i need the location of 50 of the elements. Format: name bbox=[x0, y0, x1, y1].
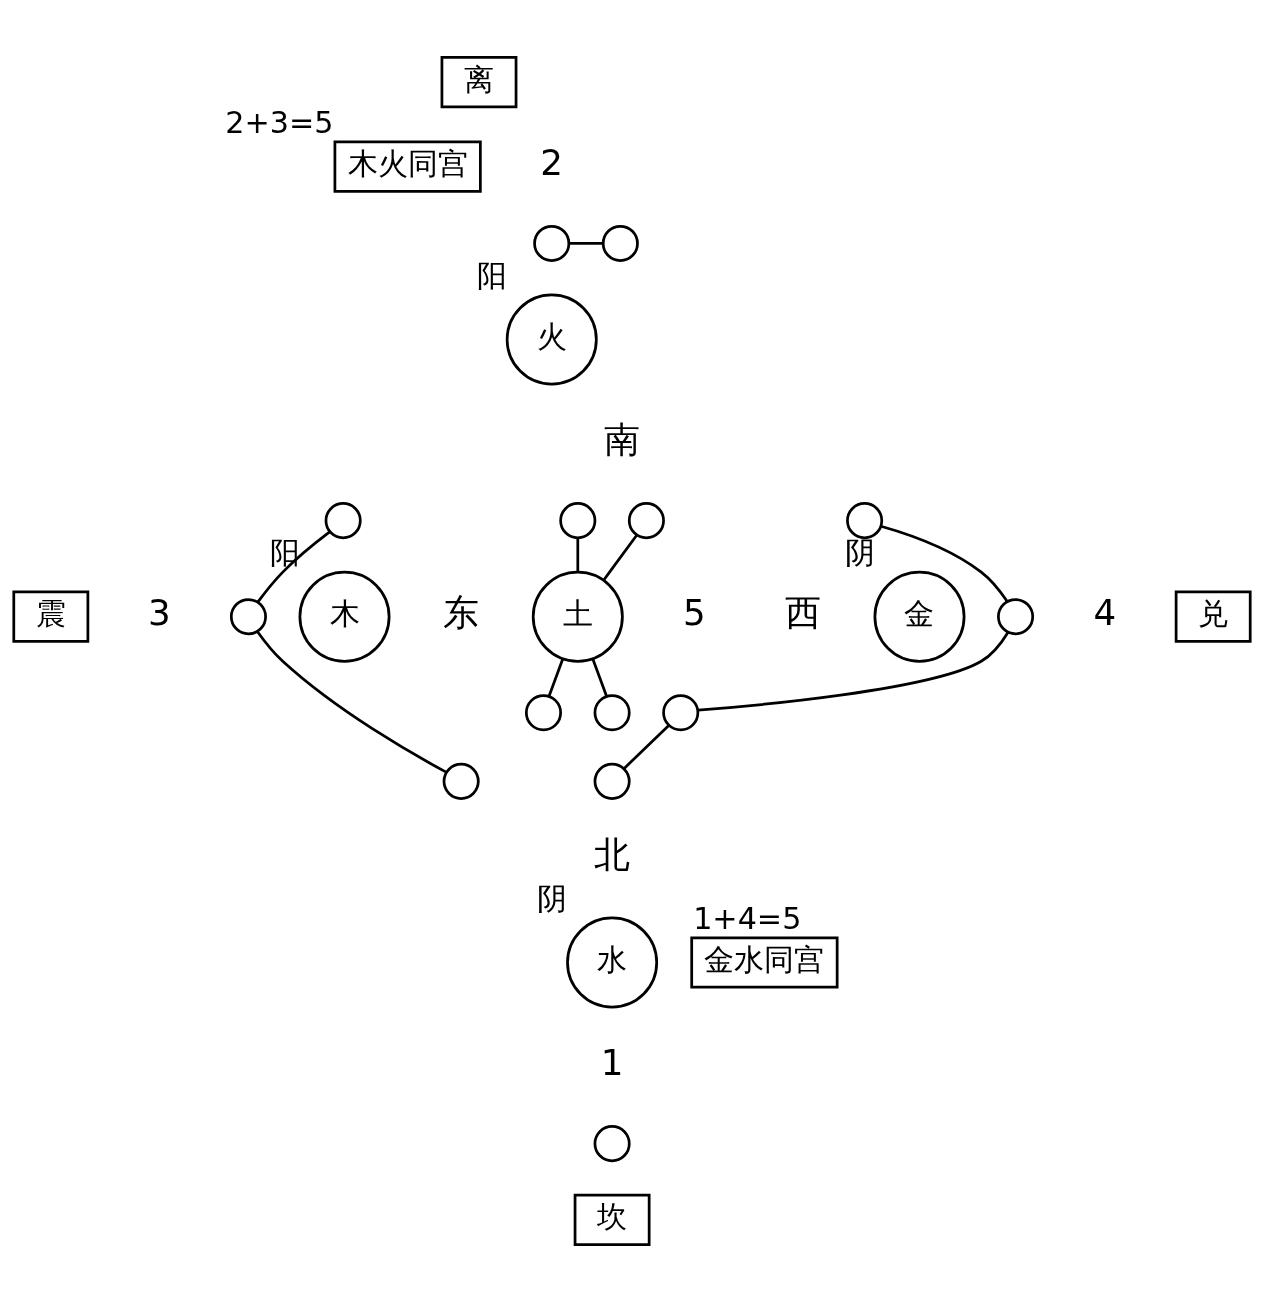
node-circle: 火 bbox=[505, 293, 598, 385]
node-circle: 土 bbox=[531, 570, 624, 663]
node-circle bbox=[559, 501, 597, 539]
label: 1 bbox=[600, 1041, 624, 1083]
connector bbox=[569, 241, 603, 245]
label: 2 bbox=[540, 141, 564, 183]
node-circle bbox=[533, 224, 571, 262]
label: 北 bbox=[594, 833, 631, 875]
node-circle bbox=[524, 693, 562, 731]
label: 东 bbox=[443, 591, 480, 633]
node-circle bbox=[593, 693, 631, 731]
connector bbox=[602, 533, 638, 581]
connector bbox=[547, 657, 565, 697]
node-box: 坎 bbox=[573, 1193, 651, 1246]
node-circle: 木 bbox=[298, 570, 391, 663]
label: 5 bbox=[683, 591, 706, 633]
node-circle bbox=[442, 762, 480, 800]
label: 4 bbox=[1093, 591, 1117, 633]
connector bbox=[256, 630, 447, 773]
node-circle bbox=[627, 501, 665, 539]
node-label: 1+4=5 bbox=[693, 900, 802, 936]
node-circle bbox=[593, 762, 631, 800]
label: 西 bbox=[784, 591, 821, 633]
node-label: 2+3=5 bbox=[225, 104, 334, 140]
node-circle: 金 bbox=[873, 570, 966, 663]
label: 3 bbox=[147, 591, 171, 633]
node-box: 兑 bbox=[1174, 590, 1252, 643]
node-box: 金水同宫 bbox=[690, 935, 839, 989]
node-circle bbox=[846, 501, 884, 539]
node-label: 阴 bbox=[844, 534, 875, 570]
connector bbox=[576, 537, 580, 572]
node-circle bbox=[593, 1124, 631, 1162]
node-circle bbox=[601, 224, 639, 262]
node-circle bbox=[229, 597, 267, 635]
node-circle bbox=[324, 501, 362, 539]
node-box: 震 bbox=[12, 590, 90, 643]
node-box: 木火同宫 bbox=[333, 140, 482, 193]
label: 南 bbox=[603, 418, 640, 460]
node-circle bbox=[997, 597, 1035, 635]
connector bbox=[622, 724, 670, 770]
connector bbox=[256, 530, 331, 603]
connector bbox=[591, 657, 608, 697]
node-circle bbox=[662, 693, 700, 731]
node-circle: 水 bbox=[566, 916, 659, 1008]
connector bbox=[880, 524, 1009, 602]
node-label: 阴 bbox=[537, 880, 568, 916]
connector bbox=[697, 631, 1010, 711]
node-label: 阳 bbox=[477, 257, 508, 293]
node-label: 阳 bbox=[269, 534, 300, 570]
node-box: 离 bbox=[440, 55, 518, 108]
